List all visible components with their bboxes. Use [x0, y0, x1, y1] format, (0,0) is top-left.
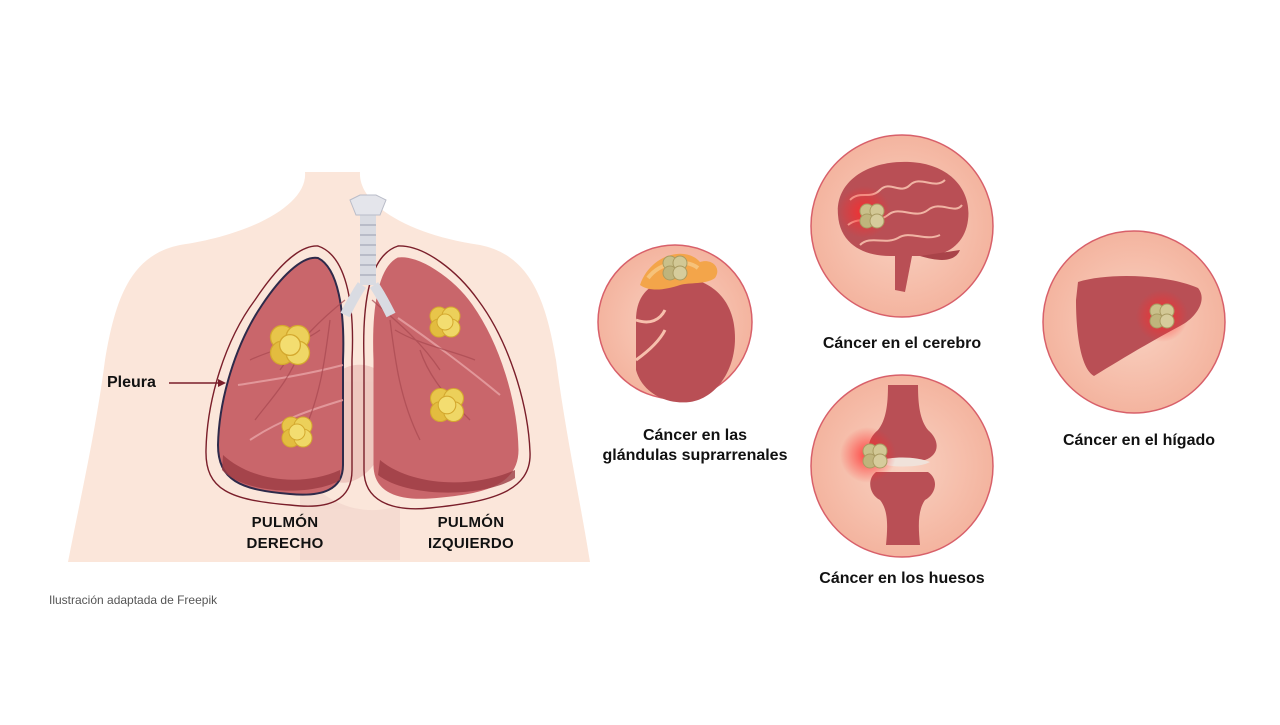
adrenal-cancer-label-line-2: glándulas suprarrenales — [602, 447, 788, 464]
adrenal-gland-kidney-icon — [636, 277, 735, 403]
left-pleura-outline — [363, 245, 531, 510]
trachea — [340, 194, 396, 318]
right-lung-label-line-2: DERECHO — [246, 535, 324, 552]
liver-cancer-label-line-1: Cáncer en el hígado — [1062, 432, 1216, 449]
illustration-credit: Ilustración adaptada de Freepik — [49, 593, 218, 607]
bone-metastasis-illustration — [810, 374, 994, 558]
right-pleura-outline — [205, 245, 354, 507]
adrenal-metastasis-illustration — [597, 244, 753, 403]
pleura-label: Pleura — [107, 374, 156, 391]
right-lung-label-line-1: PULMÓN — [251, 514, 319, 531]
liver-metastasis-illustration — [1042, 230, 1226, 414]
right-lung-label: PULMÓN DERECHO — [225, 512, 345, 554]
brain-cancer-label: Cáncer en el cerebro — [802, 334, 1002, 354]
adrenal-cancer-label: Cáncer en las glándulas suprarrenales — [595, 426, 795, 466]
left-lung-label: PULMÓN IZQUIERDO — [411, 512, 531, 554]
liver-cancer-label: Cáncer en el hígado — [1039, 431, 1239, 451]
brain-cancer-label-line-1: Cáncer en el cerebro — [822, 335, 982, 352]
bone-cancer-label: Cáncer en los huesos — [802, 569, 1002, 589]
left-lung-label-line-2: IZQUIERDO — [427, 535, 515, 552]
brain-metastasis-illustration — [810, 134, 994, 318]
left-lung-label-line-1: PULMÓN — [437, 514, 505, 531]
adrenal-cancer-label-line-1: Cáncer en las — [642, 427, 748, 444]
pleura-pointer-arrow — [169, 379, 226, 387]
bone-cancer-label-line-1: Cáncer en los huesos — [819, 570, 985, 587]
